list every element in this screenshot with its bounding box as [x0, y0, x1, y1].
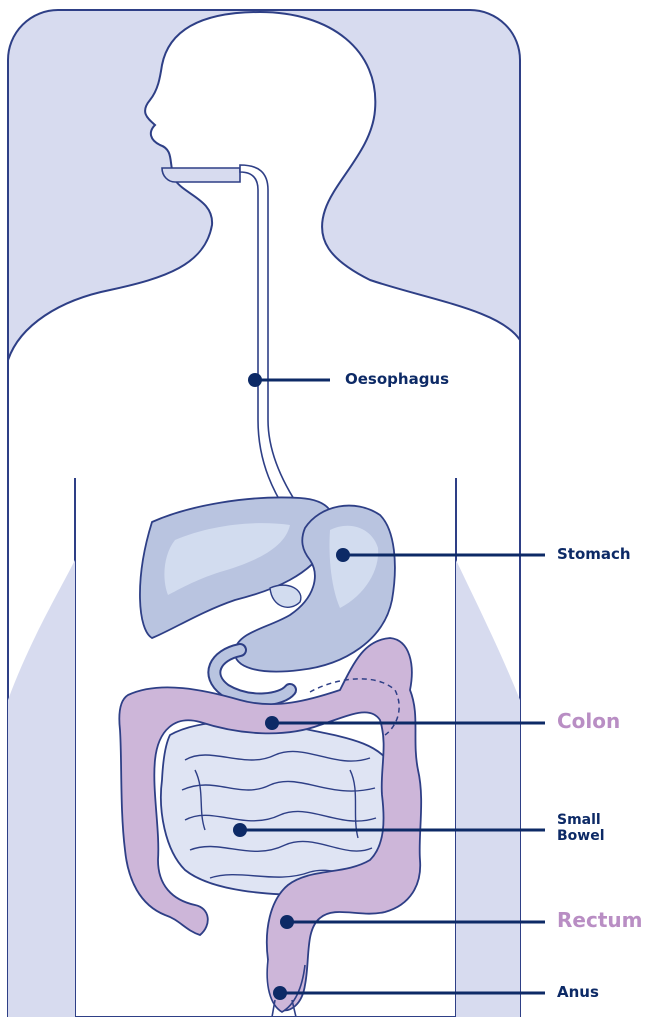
label-stomach: Stomach: [557, 546, 631, 563]
oesophagus-dot: [248, 373, 262, 387]
label-anus: Anus: [557, 984, 599, 1001]
rectum-dot: [280, 915, 294, 929]
colon-dot: [265, 716, 279, 730]
label-oesophagus: Oesophagus: [345, 371, 449, 388]
label-rectum: Rectum: [557, 909, 642, 932]
anus-dot: [273, 986, 287, 1000]
label-colon: Colon: [557, 710, 620, 733]
label-small-bowel-line2: Bowel: [557, 828, 605, 844]
mouth-cavity: [162, 168, 240, 182]
small-bowel-dot: [233, 823, 247, 837]
stomach-dot: [336, 548, 350, 562]
label-small-bowel-line1: Small: [557, 812, 605, 828]
label-small-bowel: Small Bowel: [557, 812, 605, 844]
